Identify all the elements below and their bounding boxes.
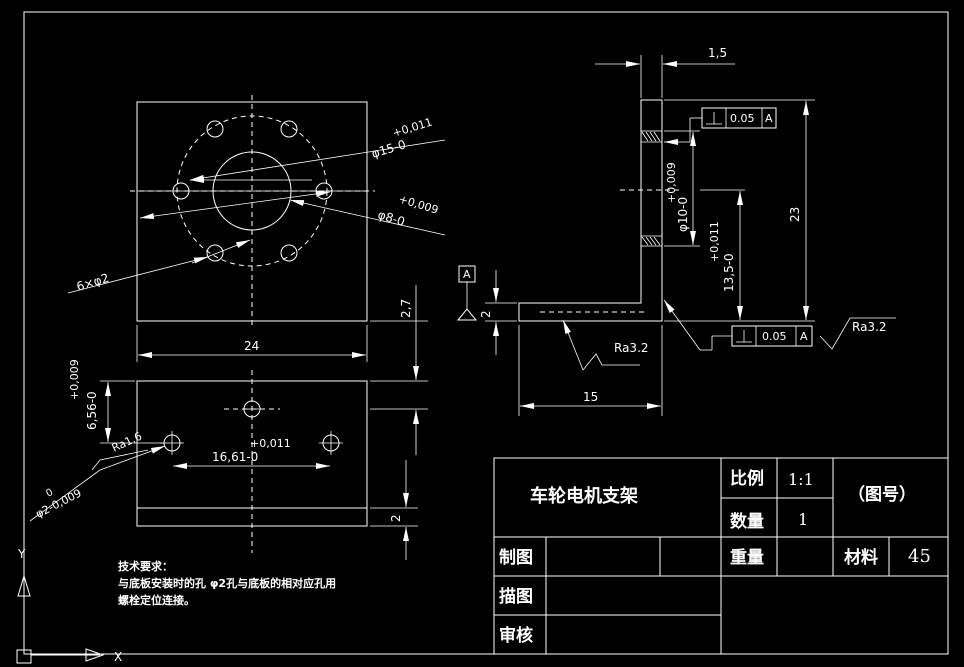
tech-req-line2: 螺栓定位连接。 [118,593,195,607]
fcf-1-value: 0.05 [730,112,755,125]
weight-label: 重量 [730,547,764,568]
top-view: φ15-0 +0,011 φ8-0 +0,009 6×φ2 [67,95,446,325]
scale-label: 比例 [730,468,764,489]
dim-16-61: 16,61-0 [212,450,258,464]
ra-3-2-b: Ra3.2 [852,320,887,334]
dim-6-56: 6,56-0 [85,391,99,430]
part-name: 车轮电机支架 [530,485,638,507]
ucs-x-label: X [114,650,122,664]
ra-3-2-a: Ra3.2 [614,341,649,355]
traced-label: 描图 [499,586,533,607]
material-value: 45 [908,546,931,567]
drawn-label: 制图 [499,547,533,568]
drawing-border [23,11,949,655]
quantity-value: 1 [798,510,808,529]
dim-24: 24 [244,339,259,353]
dim-6-56-tol: +0,009 [68,359,81,400]
dim-13-5: 13,5-0 [722,253,736,292]
dim-d10-tol: +0,009 [665,162,678,203]
dim-d15: φ15-0 [370,137,408,161]
dim-d8: φ8-0 [376,207,406,228]
dim-d2-tol: 0 [44,487,55,500]
ucs-y-label: Y [17,547,26,561]
dim-2-7: 2,7 [399,299,413,318]
datum-a: A [463,268,471,281]
dim-13-5-tol: +0,011 [708,221,721,262]
side-view: 1,5 φ10-0 +0,009 13,5-0 +0,011 23 15 2 A [456,46,896,416]
checked-label: 审核 [499,625,533,646]
dim-1-5: 1,5 [708,46,727,60]
dim-holes: 6×φ2 [75,271,111,294]
dim-2-7-group: 2,7 2 [370,285,428,560]
dim-24-group: 24 [136,325,368,362]
fcf-2-ref: A [800,330,808,343]
ucs-icon[interactable]: Y X [16,547,122,664]
dim-2-front: 2 [389,514,403,522]
dim-15: 15 [583,390,598,404]
dim-16-61-tol: +0,011 [250,437,291,450]
tech-requirements: 技术要求： 与底板安装时的孔 φ2孔与底板的相对应孔用 螺栓定位连接。 [118,559,336,607]
drawing-number: （图号） [848,484,916,505]
front-view: 16,61-0 +0,011 6,56-0 +0,009 Ra1.6 φ2-0,… [29,359,368,553]
fcf-2-value: 0.05 [762,330,787,343]
scale-value: 1:1 [788,470,814,489]
dim-d15-tol: +0,011 [391,116,434,140]
dim-23: 23 [788,207,802,222]
dim-d10: φ10-0 [676,197,690,232]
quantity-label: 数量 [730,511,764,532]
dim-d8-tol: +0,009 [397,192,440,216]
material-label: 材料 [844,547,878,568]
fcf-1-ref: A [765,112,773,125]
dim-d2: φ2-0,009 [33,487,83,521]
ra-1-6: Ra1.6 [110,430,144,455]
dim-2-side: 2 [479,310,493,318]
tech-req-line1: 与底板安装时的孔 φ2孔与底板的相对应孔用 [118,576,336,590]
tech-req-heading: 技术要求： [118,559,173,573]
title-block: 车轮电机支架 比例 1:1 数量 1 （图号） 制图 描图 审核 重量 材料 4… [493,457,949,655]
